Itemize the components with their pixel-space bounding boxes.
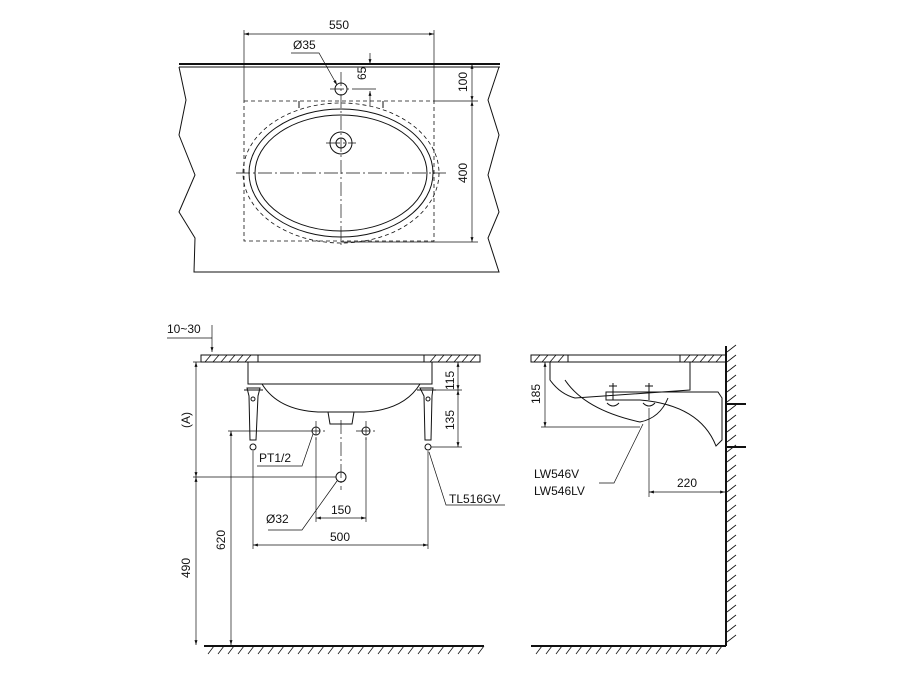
dim-220: 220 — [677, 476, 697, 490]
dim-height-a: (A) — [179, 412, 193, 428]
pipe-thread: PT1/2 — [259, 451, 291, 465]
side-view: 185 LW546V LW546LV 220 — [529, 344, 746, 655]
dim-65: 65 — [355, 66, 369, 80]
front-view: 10~30 — [167, 322, 505, 655]
front-rim — [257, 354, 425, 362]
dim-185: 185 — [529, 384, 543, 404]
side-bowl-bottom — [564, 379, 669, 423]
rim-outline — [243, 100, 435, 242]
dim-top-gap: 10~30 — [167, 322, 201, 336]
counter-outline — [178, 66, 500, 273]
plan-view: 550 Ø35 65 100 400 — [178, 18, 500, 273]
dim-150: 150 — [331, 503, 351, 517]
model-1: LW546V — [534, 467, 579, 481]
dim-550: 550 — [329, 18, 349, 32]
bracket-right — [417, 387, 436, 451]
front-countertop — [200, 354, 481, 363]
dim-490: 490 — [179, 558, 193, 578]
bracket-left — [244, 387, 263, 451]
side-bracket — [605, 391, 723, 447]
dim-135: 135 — [443, 410, 457, 430]
side-bolts — [606, 383, 656, 407]
dim-500: 500 — [330, 530, 350, 544]
dim-100: 100 — [456, 72, 470, 92]
model-2: LW546LV — [534, 484, 585, 498]
bracket-model: TL516GV — [449, 492, 500, 506]
front-bowl — [261, 383, 421, 413]
side-bowl — [549, 362, 691, 399]
hole-diameter: Ø35 — [293, 38, 316, 52]
dim-400: 400 — [456, 163, 470, 183]
dim-620: 620 — [214, 530, 228, 550]
dim-115: 115 — [443, 371, 457, 390]
drain-diameter: Ø32 — [266, 512, 289, 526]
